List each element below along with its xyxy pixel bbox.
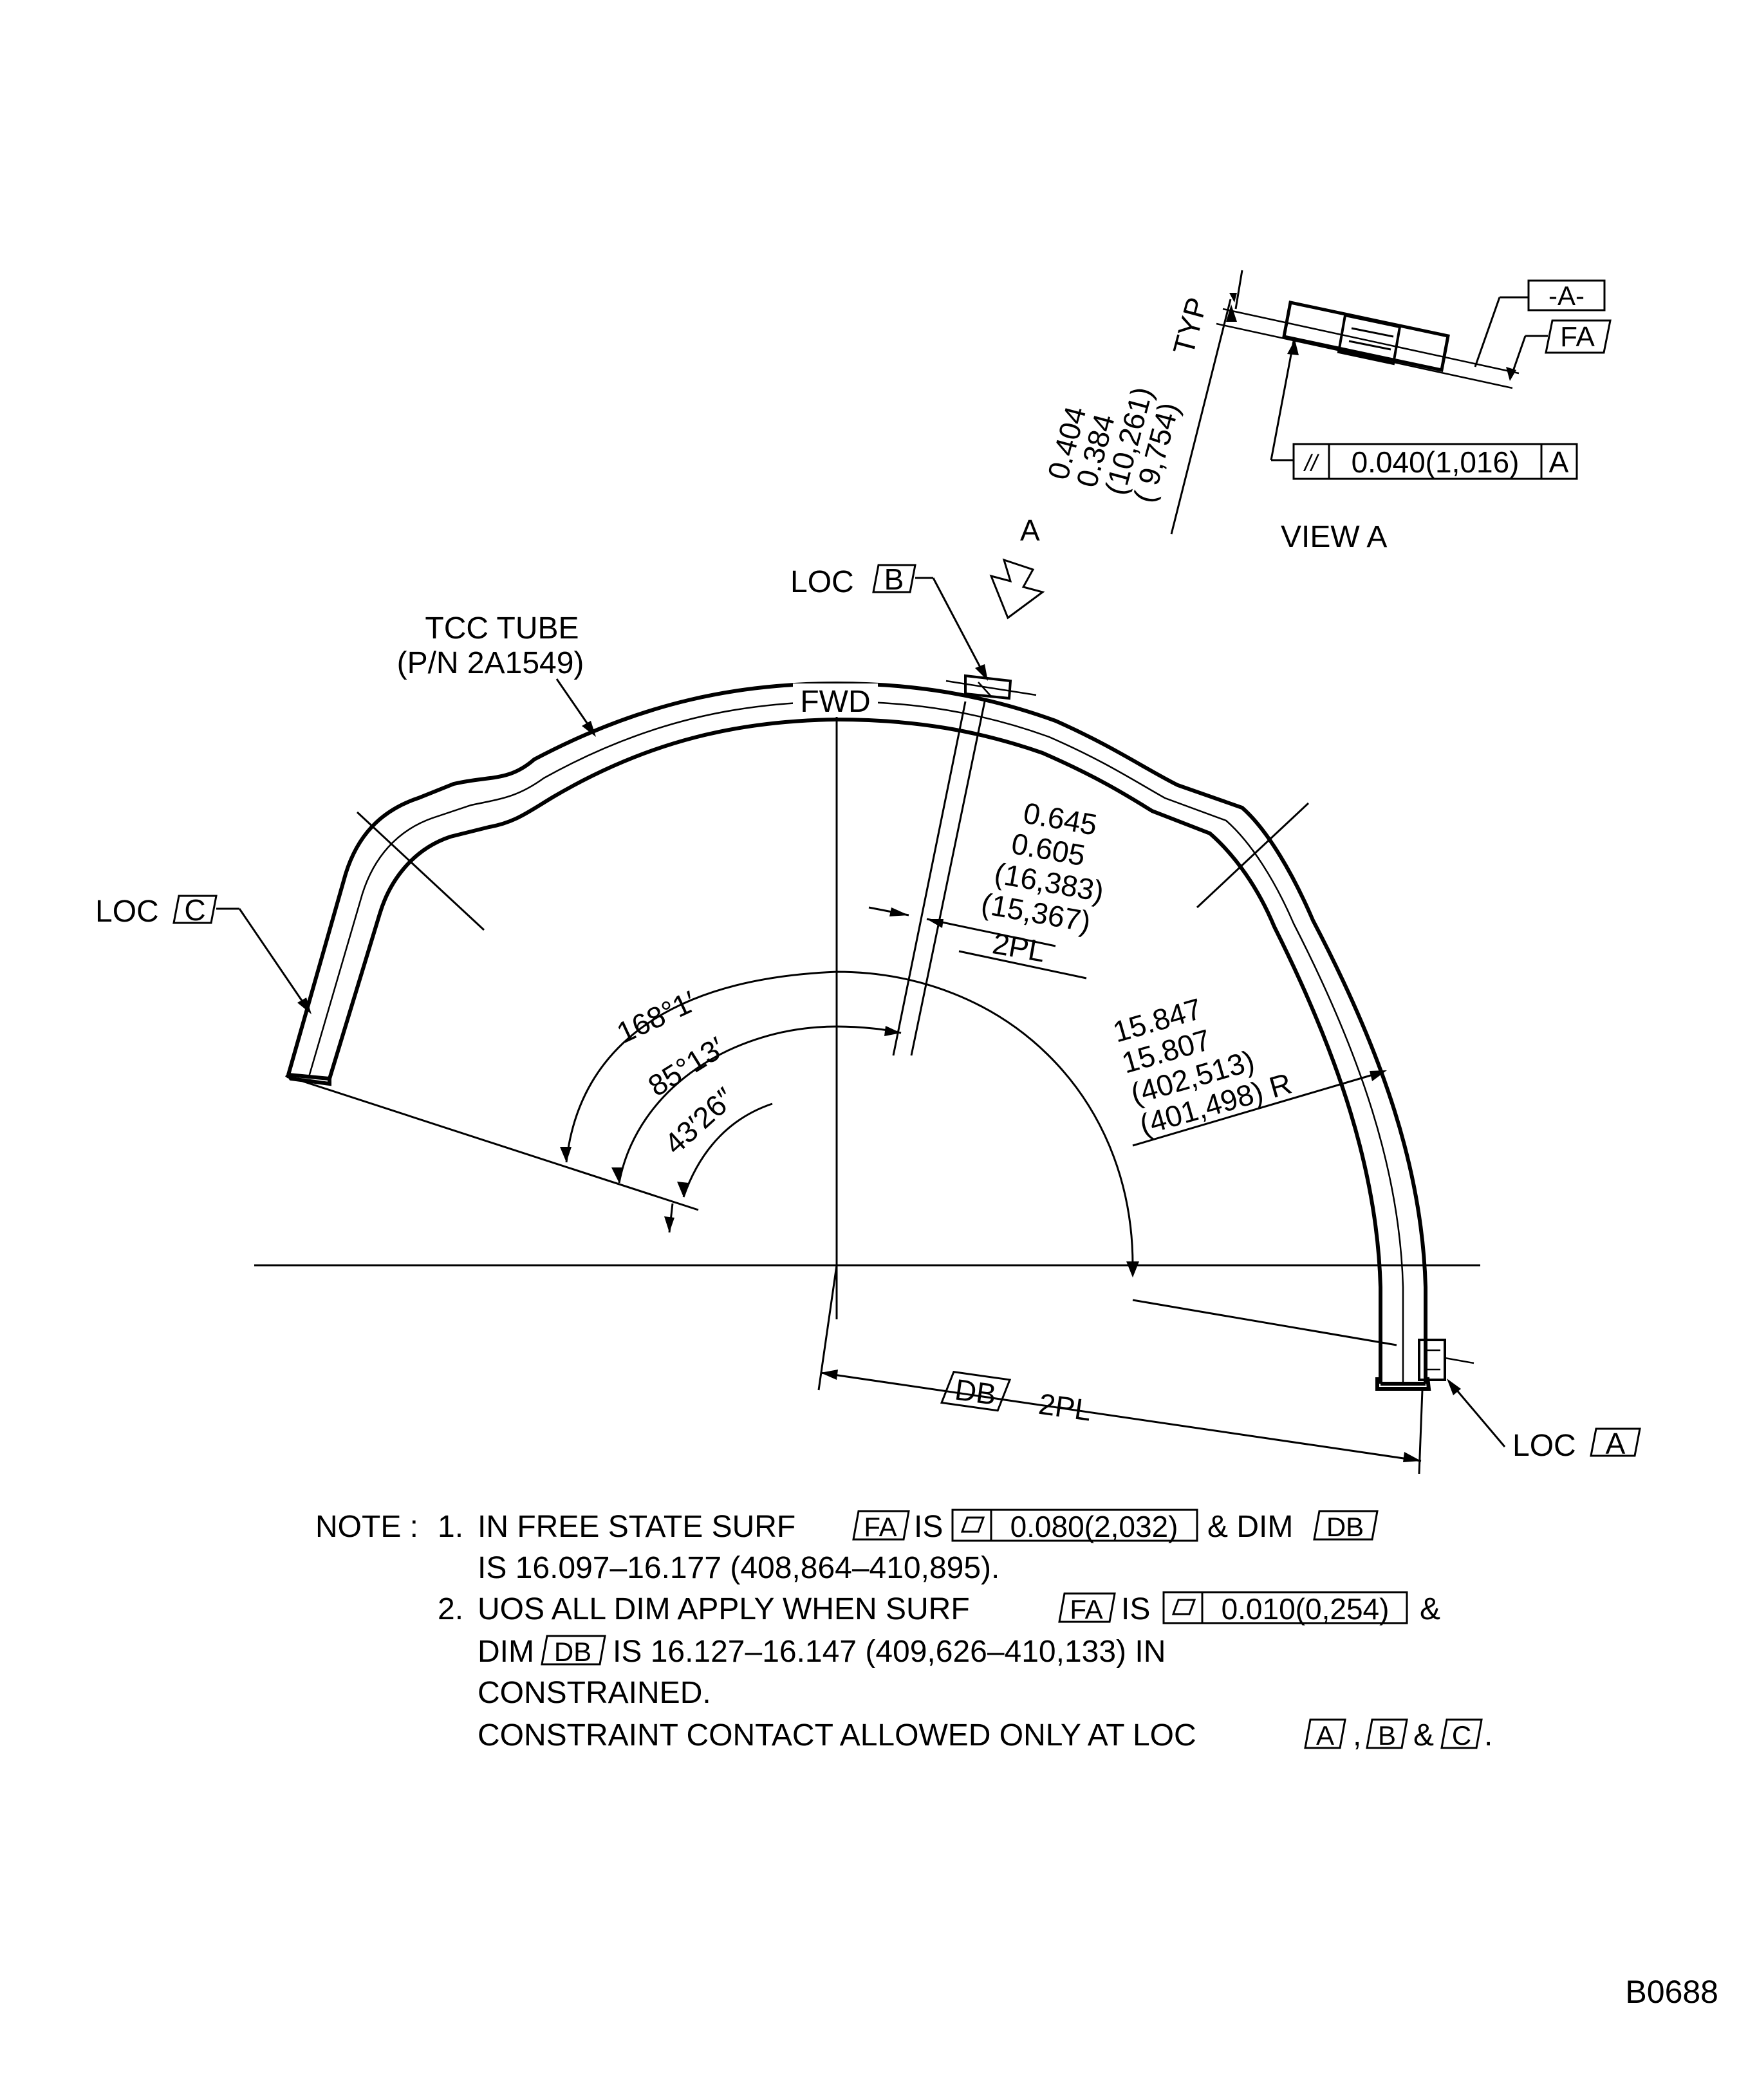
loc-a-prefix: LOC (1512, 1429, 1576, 1463)
loc-c-prefix: LOC (95, 895, 159, 929)
loc-c-letter: C (184, 893, 205, 927)
loc-c-callout: LOC C (95, 893, 311, 1014)
note-2-tolerance: 0.010(0,254) (1222, 1592, 1390, 1626)
datum-fa-label: FA (1560, 321, 1595, 353)
radius-dimension-text: 15.847 15.807 (402,513) (401,498) R (1109, 992, 1295, 1142)
note-2-loc-b-box (1366, 1718, 1408, 1749)
loc-b-clip (945, 674, 1037, 700)
loc-a-letter: A (1606, 1427, 1626, 1460)
note-1-number: 1. (438, 1510, 463, 1544)
datum-fa-box (1545, 319, 1612, 354)
note-2-number: 2. (438, 1592, 463, 1626)
note-1-line-2: IS 16.097–16.177 (408,864–410,895). (478, 1551, 999, 1585)
view-a-title: VIEW A (1281, 520, 1387, 554)
width-dimension-text: 0.645 0.605 (16,383) (15,367) 2PL (979, 796, 1106, 969)
note-2-loc-c-box (1440, 1718, 1483, 1749)
parallel-control-frame (1292, 443, 1578, 480)
note-1-fa-box (852, 1510, 910, 1541)
note-1-text-b: IS (914, 1510, 943, 1544)
note-2-fa: FA (1070, 1594, 1102, 1624)
width-dimension-lines (868, 701, 1087, 1056)
parallel-datum: A (1549, 445, 1569, 479)
flatness-icon (960, 1516, 985, 1533)
note-2-loc-a-box (1304, 1718, 1346, 1749)
note-2-line-2-b: IS 16.127–16.147 (409,626–410,133) IN (613, 1635, 1166, 1669)
part-leader (555, 678, 593, 731)
datum-a-label: -A- (1548, 281, 1585, 311)
db-dimension-text: DB 2PL (940, 1371, 1093, 1427)
note-2-db: DB (554, 1637, 591, 1667)
loc-b-callout: LOC B (790, 562, 988, 681)
parallel-tolerance: 0.040(1,016) (1352, 445, 1520, 479)
note-2-loc-b: B (1378, 1720, 1396, 1751)
note-2-db-box (541, 1635, 606, 1666)
note-2-loc-a: A (1316, 1720, 1334, 1751)
note-2-flatness-frame (1162, 1591, 1408, 1624)
flatness-icon-2 (1171, 1599, 1196, 1615)
view-a-arrow (989, 558, 1045, 620)
loc-b-letter: B (884, 562, 904, 596)
view-arrow-label: A (1020, 514, 1040, 547)
fwd-backing (793, 683, 878, 717)
radius-dimension-lines (1132, 1070, 1387, 1147)
db-label: DB (953, 1373, 999, 1411)
centerlines (254, 702, 1480, 1391)
note-2-line-3: CONSTRAINED. (478, 1676, 711, 1710)
datum-a-box (1527, 279, 1606, 311)
part-name: TCC TUBE (425, 611, 579, 646)
thickness-typ: TYP (1166, 294, 1213, 358)
radial-section-lines (356, 802, 1310, 931)
angle-dimension-lines (302, 971, 1397, 1346)
view-a-detail (1170, 270, 1548, 535)
loc-a-callout: LOC A (1447, 1379, 1641, 1463)
note-2-text-b: IS (1121, 1592, 1150, 1626)
note-2-line-4: CONSTRAINT CONTACT ALLOWED ONLY AT LOC (478, 1718, 1196, 1752)
note-1-db: DB (1326, 1512, 1364, 1542)
note-2-text-a: UOS ALL DIM APPLY WHEN SURF (478, 1592, 970, 1626)
note-2-loc-c: C (1452, 1720, 1471, 1751)
db-dimension-lines (820, 1370, 1424, 1474)
width-qty: 2PL (990, 926, 1048, 968)
note-1-fa: FA (864, 1512, 897, 1542)
note-2-comma: , (1353, 1718, 1361, 1752)
db-qty: 2PL (1037, 1387, 1093, 1427)
note-1-db-box (1313, 1510, 1379, 1541)
note-1-text-c: & DIM (1207, 1510, 1293, 1544)
note-2-fa-box (1058, 1592, 1116, 1623)
note-1-text-a: IN FREE STATE SURF (478, 1510, 795, 1544)
note-1-tolerance: 0.080(2,032) (1010, 1510, 1178, 1543)
note-2-line-2-a: DIM (478, 1635, 534, 1669)
tcc-tube-arc (285, 681, 1431, 1391)
loc-a-clip (1418, 1339, 1474, 1381)
drawing-id: B0688 (1625, 1974, 1718, 2010)
part-leader-arrow (582, 721, 596, 737)
note-2-text-c: & (1420, 1592, 1440, 1626)
note-prefix: NOTE : (315, 1510, 418, 1544)
note-2-amp: & (1413, 1718, 1434, 1752)
loc-b-prefix: LOC (790, 565, 854, 599)
note-2-period: . (1484, 1718, 1492, 1752)
angle-168: 168°1′ (611, 984, 701, 1050)
note-1-flatness-frame (951, 1509, 1198, 1542)
parallel-symbol: // (1303, 450, 1320, 476)
part-number: (P/N 2A1549) (397, 646, 584, 680)
fwd-label: FWD (800, 685, 870, 719)
notes-block: NOTE : 1. IN FREE STATE SURF FA IS 0.080… (315, 1509, 1492, 1752)
